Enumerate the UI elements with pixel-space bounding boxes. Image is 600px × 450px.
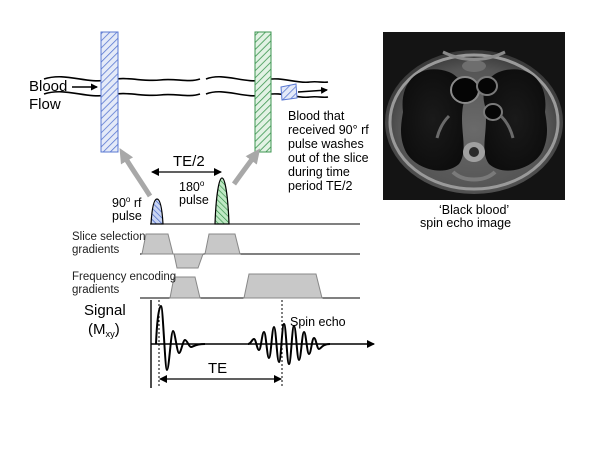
slice-gradient-lobe-2 <box>204 233 241 255</box>
mri-scan-drawing <box>385 50 563 194</box>
blood-flow-label-line2: Flow <box>29 96 61 113</box>
pulse-90-label-line2: pulse <box>112 209 142 223</box>
signal-label-line1: Signal <box>84 302 126 319</box>
washout-arrow <box>297 86 328 94</box>
signal-label-line2: (Mxy) <box>88 322 120 339</box>
mri-caption-line2: spin echo image <box>420 216 512 230</box>
slice-selection-label-line2: gradients <box>72 244 120 256</box>
fid-signal <box>155 304 206 372</box>
pulse-180-value: 180 <box>179 180 200 195</box>
pulse-180-label-line1: 180o <box>179 179 205 195</box>
echo-signal <box>247 322 331 366</box>
washout-blood-segment <box>280 83 298 101</box>
blood-flow-label-line1: Blood <box>29 78 68 95</box>
washout-line-1: Blood that <box>288 109 345 123</box>
mri-caption-line1: ‘Black blood’ <box>439 203 510 217</box>
slice-selection-label-line1: Slice selection <box>72 231 146 243</box>
slice-gradient-lobe-1 <box>141 233 174 255</box>
rf-pulse-180 <box>214 177 230 225</box>
pulse-90-value: 90 <box>112 196 126 211</box>
pulse-180-label-line2: pulse <box>179 193 209 207</box>
signal-paren-open: (M <box>88 321 106 338</box>
washout-line-3: pulse washes <box>288 137 364 151</box>
pulse-90-suffix: rf <box>130 196 142 211</box>
freq-gradient-lobe-1 <box>169 276 201 299</box>
pulse-90-label-line1: 90o rf <box>112 195 142 211</box>
left-vessel <box>43 75 201 97</box>
washout-line-5: during time <box>288 165 350 179</box>
frequency-encoding-label-line1: Frequency encoding <box>72 271 177 283</box>
rf-pulse-90 <box>150 198 164 225</box>
gray-arrow-left <box>119 147 153 198</box>
slice-bar-green <box>254 31 272 153</box>
frequency-encoding-label-line2: gradients <box>72 284 120 296</box>
spin-echo-label: Spin echo <box>290 315 346 329</box>
signal-paren-close: ) <box>114 321 120 338</box>
washout-line-6: period TE/2 <box>288 179 353 193</box>
washout-line-4: out of the slice <box>288 151 369 165</box>
pulse-180-unit: o <box>199 179 205 188</box>
freq-gradient-lobe-2 <box>243 273 323 299</box>
pulse-90-unit: o <box>125 195 131 204</box>
signal-subscript: xy <box>105 329 115 339</box>
te-label: TE <box>208 360 228 377</box>
washout-line-2: received 90° rf <box>288 123 369 137</box>
black-blood-mri-image <box>383 32 565 200</box>
te-half-label: TE/2 <box>173 153 205 170</box>
slice-gradient-rephase <box>173 253 204 269</box>
gray-arrow-right <box>231 148 261 186</box>
slice-bar-blue <box>100 31 119 153</box>
